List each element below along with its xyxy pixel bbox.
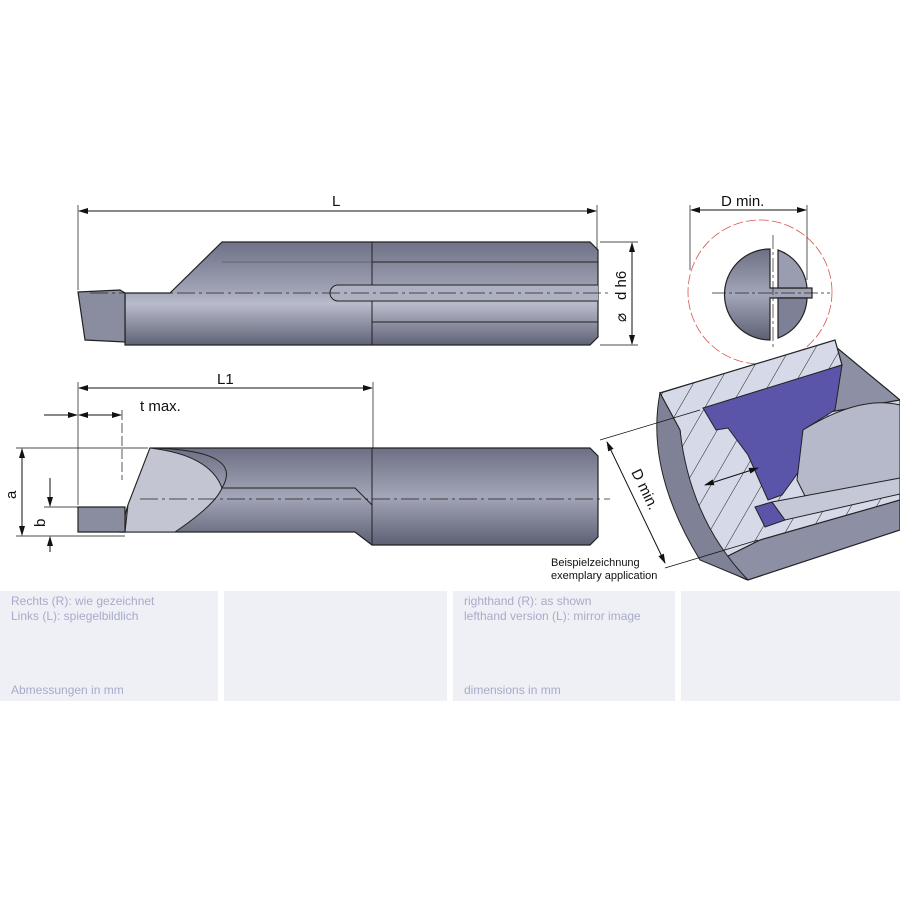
footer-panel-blank-1 <box>224 591 447 701</box>
dimension-l-label: L <box>332 193 340 210</box>
end-view: D min. <box>687 193 833 365</box>
footer-de-line1: Rechts (R): wie gezeichnet <box>11 594 155 608</box>
caption-en: exemplary application <box>551 570 657 582</box>
dimension-a-label: a <box>3 490 20 499</box>
footer-en-units: dimensions in mm <box>464 683 561 697</box>
footer-panel-en: righthand (R): as shown lefthand version… <box>453 591 675 701</box>
dimension-l: L <box>77 193 598 290</box>
dimension-l1-label: L1 <box>217 371 234 388</box>
footer-panel-blank-2 <box>681 591 900 701</box>
footer-en-line1: righthand (R): as shown <box>464 594 592 608</box>
application-d-min-label: D min. <box>627 466 661 512</box>
tool-top-view <box>77 241 610 346</box>
tool-side-view <box>77 447 610 546</box>
diameter-symbol: ⌀ <box>613 313 630 322</box>
footer-en-line2: lefthand version (L): mirror image <box>464 609 641 623</box>
footer-panel-de: Rechts (R): wie gezeichnet Links (L): sp… <box>0 591 218 701</box>
application-cutaway: D min. Beispielzeichnung exemplary appli… <box>551 339 900 582</box>
dimension-d-h6-label: d h6 <box>613 271 630 300</box>
footer-de-line2: Links (L): spiegelbildlich <box>11 609 139 623</box>
caption-de: Beispielzeichnung <box>551 557 640 569</box>
dimension-t-max: t max. <box>44 398 181 480</box>
end-view-d-min-label: D min. <box>721 193 764 210</box>
dimension-b-label: b <box>32 519 49 527</box>
dimension-a-b: a b <box>3 447 148 552</box>
dimension-t-max-label: t max. <box>140 398 181 415</box>
footer-de-units: Abmessungen in mm <box>11 683 124 697</box>
dimension-d-h6: ⌀ d h6 <box>600 241 638 346</box>
dimension-l1: L1 <box>77 371 374 505</box>
